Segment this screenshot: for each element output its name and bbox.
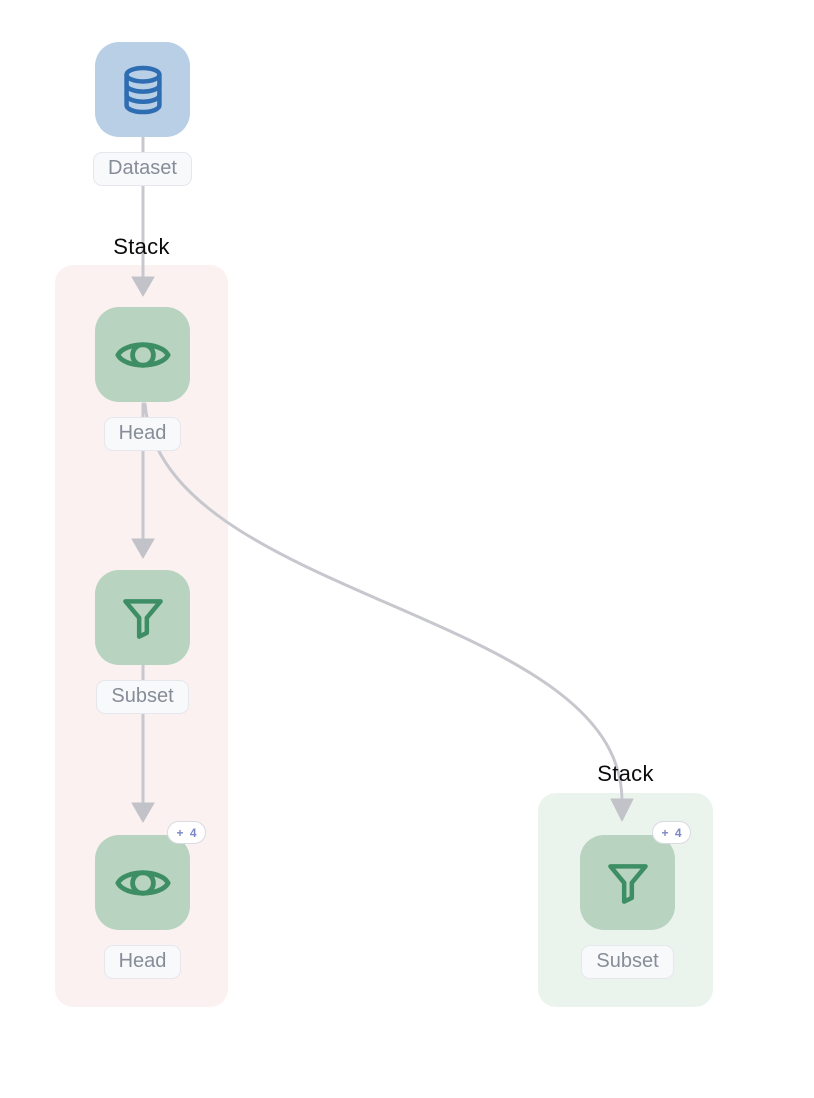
node-head-2[interactable]: + 4 Head <box>95 821 206 979</box>
funnel-icon <box>601 856 655 910</box>
arrowhead-icon <box>610 798 634 822</box>
node-subset-1-box[interactable] <box>95 570 190 665</box>
node-dataset-box[interactable] <box>95 42 190 137</box>
node-subset-2[interactable]: + 4 Subset <box>580 821 691 979</box>
node-dataset-label: Dataset <box>93 152 192 186</box>
node-subset-2-label: Subset <box>581 945 674 979</box>
edge-head1-to-subset2 <box>143 402 624 803</box>
collapsed-count-badge[interactable]: + 4 <box>652 821 691 844</box>
eye-icon <box>114 326 172 384</box>
node-dataset[interactable]: Dataset <box>93 42 192 186</box>
node-subset-2-box[interactable]: + 4 <box>580 821 691 930</box>
collapsed-count-badge[interactable]: + 4 <box>167 821 206 844</box>
node-subset-1[interactable]: Subset <box>95 570 190 714</box>
node-head-1-box[interactable] <box>95 307 190 402</box>
eye-icon <box>114 854 172 912</box>
node-head-2-box[interactable]: + 4 <box>95 821 206 930</box>
group-label-stack-2: Stack <box>597 761 654 786</box>
funnel-icon <box>116 591 170 645</box>
arrowhead-icon <box>131 538 155 559</box>
node-subset-1-label: Subset <box>96 680 189 714</box>
node-head-1[interactable]: Head <box>95 307 190 451</box>
arrowhead-icon <box>131 276 155 297</box>
group-label-stack-1: Stack <box>113 234 170 259</box>
arrowhead-icon <box>131 802 155 823</box>
database-icon <box>116 63 170 117</box>
node-head-1-label: Head <box>103 417 182 451</box>
node-head-2-label: Head <box>103 945 182 979</box>
